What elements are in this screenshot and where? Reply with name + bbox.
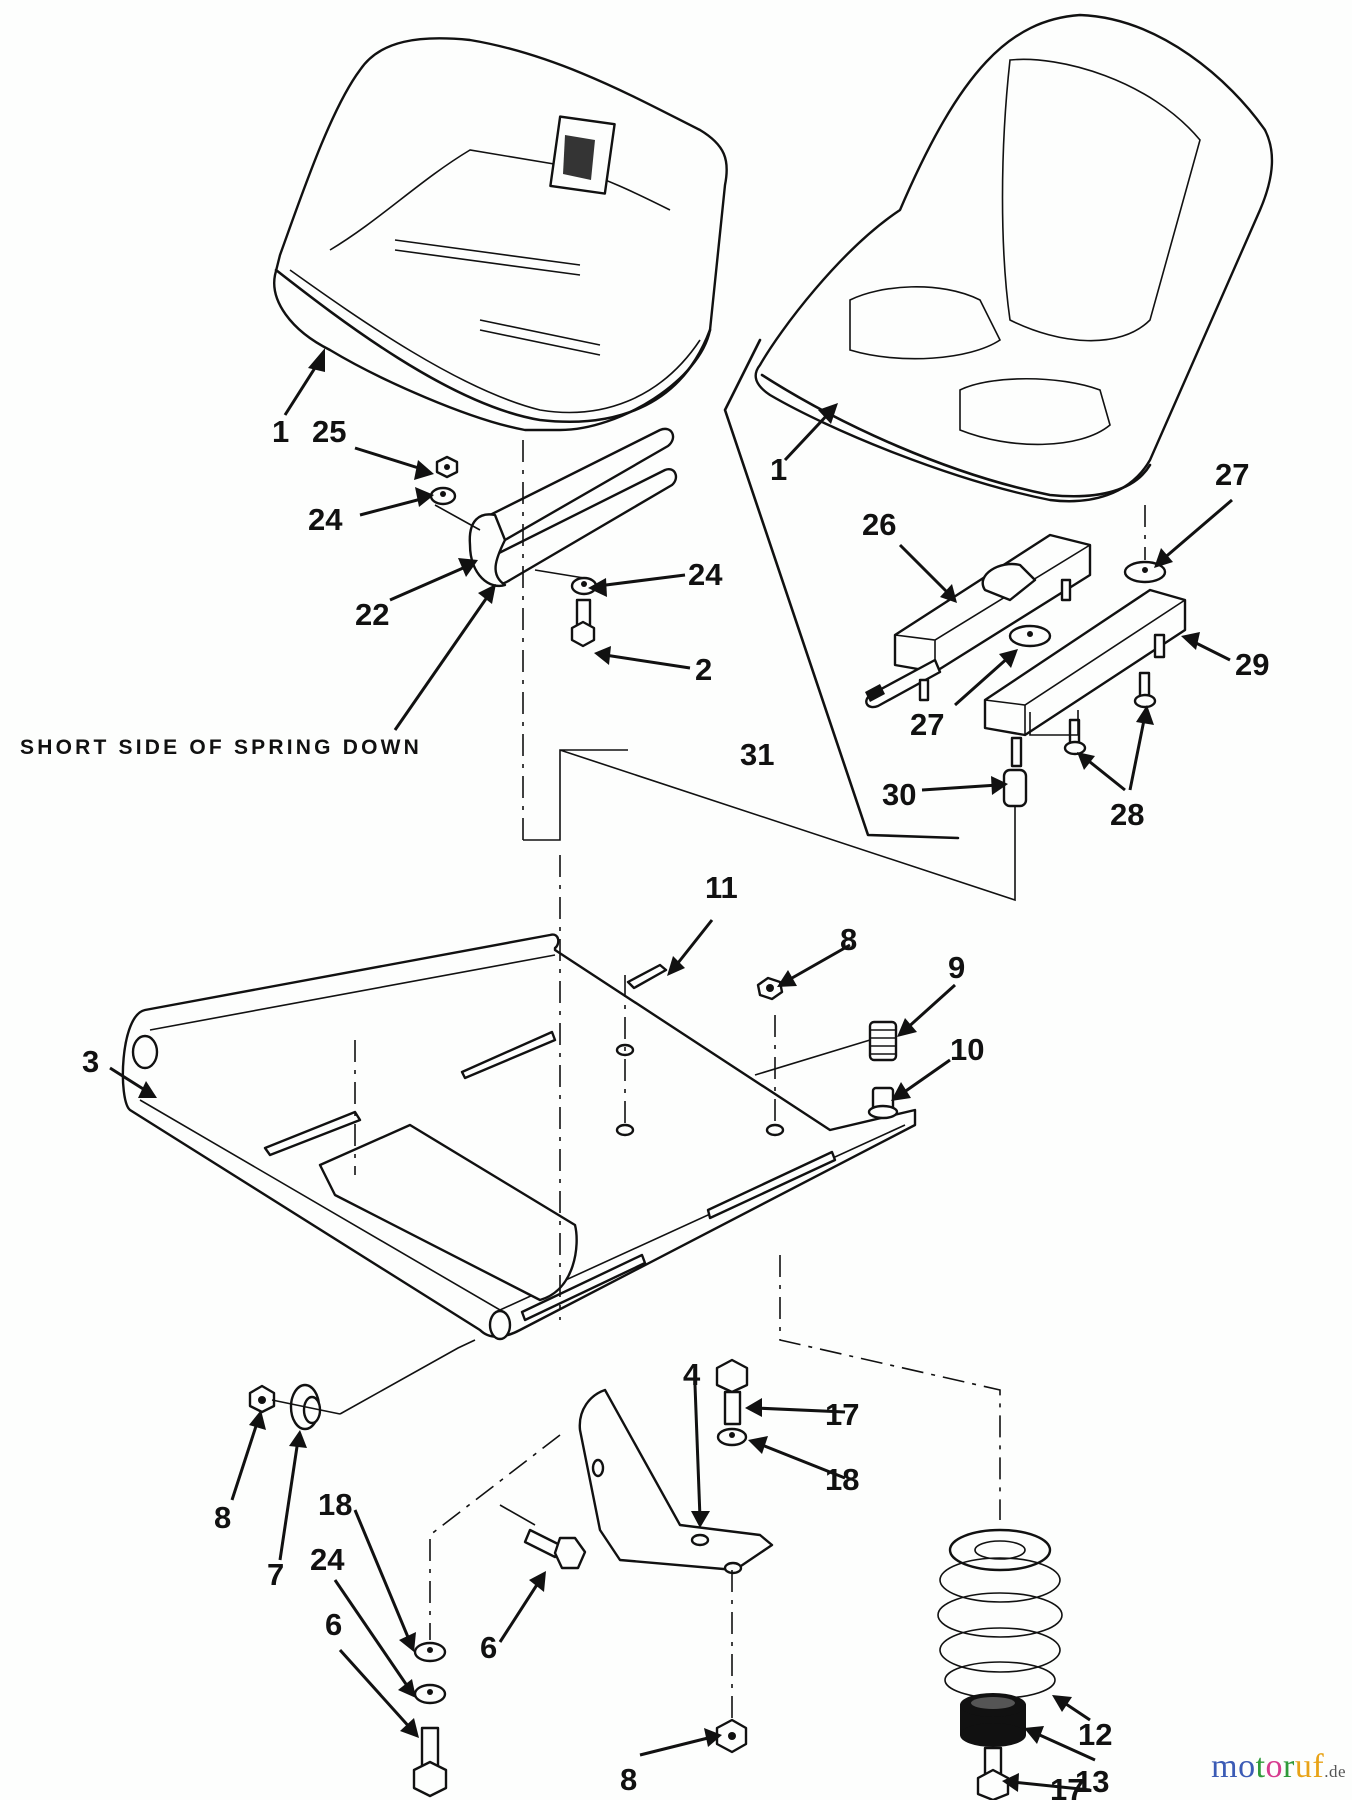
centerline [429, 1434, 561, 1640]
washer-24a[interactable] [429, 486, 457, 506]
callout-25: 25 [312, 414, 346, 449]
bolt-17a[interactable] [715, 1358, 749, 1426]
callout-17: 17 [825, 1397, 859, 1432]
hinge-bracket-4[interactable] [578, 1388, 774, 1575]
assembly-note: SHORT SIDE OF SPRING DOWN [20, 736, 422, 759]
watermark-suffix: .de [1324, 1762, 1346, 1781]
seat-left[interactable] [273, 37, 728, 432]
callout-29: 29 [1235, 647, 1269, 682]
callout-10: 10 [950, 1032, 984, 1067]
watermark-letter: u [1294, 1748, 1313, 1785]
nut-8a[interactable] [756, 976, 784, 1001]
callout-27: 27 [910, 707, 944, 742]
screws-28[interactable] [1063, 671, 1157, 756]
spring-guide-lines [523, 749, 1016, 902]
centerline [779, 1255, 1001, 1520]
callout-2: 2 [695, 652, 712, 687]
callout-22: 22 [355, 597, 389, 632]
callout-24: 24 [308, 502, 343, 537]
kit-bracket-31 [723, 338, 960, 840]
bolt-6b[interactable] [523, 1528, 587, 1570]
washer-27b[interactable] [1008, 624, 1052, 648]
callout-3: 3 [82, 1044, 99, 1079]
pin-10[interactable] [867, 1086, 899, 1120]
callout-18: 18 [825, 1462, 859, 1497]
nut-8b[interactable] [248, 1384, 276, 1414]
callout-27: 27 [1215, 457, 1249, 492]
callout-12: 12 [1078, 1717, 1112, 1752]
seat-plate[interactable] [121, 933, 917, 1341]
callout-18: 18 [318, 1487, 352, 1522]
washer-18b[interactable] [413, 1641, 447, 1663]
callout-24: 24 [688, 557, 723, 592]
callout-8: 8 [620, 1762, 637, 1797]
logo-mark [563, 135, 595, 180]
callout-1: 1 [770, 452, 787, 487]
bolt-6a[interactable] [412, 1726, 448, 1798]
leader-arrows [109, 348, 1233, 1792]
callout-31: 31 [740, 737, 774, 772]
callout-9: 9 [948, 950, 965, 985]
nut-25[interactable] [435, 455, 459, 479]
nut-8c[interactable] [715, 1718, 748, 1754]
spring-bracket[interactable] [468, 427, 678, 588]
bolt-17b[interactable] [976, 1746, 1010, 1800]
spacer-30[interactable] [1002, 768, 1028, 808]
watermark-letter: t [1255, 1748, 1266, 1785]
seat-right[interactable] [754, 13, 1274, 503]
washer-18a[interactable] [716, 1427, 748, 1447]
seat-track[interactable] [983, 588, 1187, 768]
callout-26: 26 [862, 507, 896, 542]
screw-2[interactable] [570, 598, 596, 648]
callout-6: 6 [325, 1607, 342, 1642]
watermark-letter: r [1283, 1748, 1295, 1785]
callout-24: 24 [310, 1542, 345, 1577]
watermark-letter: f [1312, 1748, 1325, 1785]
callout-1: 1 [272, 414, 289, 449]
callout-17: 17 [1050, 1772, 1084, 1800]
callout-30: 30 [882, 777, 916, 812]
callout-labels: 1 25 24 22 24 2 1 27 26 29 27 31 30 28 1… [82, 414, 1269, 1800]
callout-8: 8 [840, 922, 857, 957]
seat-track-adjustable[interactable] [865, 533, 1092, 709]
coil-spring-12[interactable] [937, 1528, 1063, 1699]
watermark-text: motoruf [1211, 1748, 1324, 1785]
spring-cap-13[interactable] [960, 1693, 1026, 1747]
callout-8: 8 [214, 1500, 231, 1535]
watermark-letter: o [1238, 1748, 1256, 1785]
watermark-letter: m [1211, 1748, 1239, 1785]
callout-28: 28 [1110, 797, 1144, 832]
watermark-letter: o [1265, 1748, 1284, 1785]
cotter-pin-11[interactable] [626, 963, 668, 990]
spring-9[interactable] [868, 1020, 898, 1062]
lock-washer-24c[interactable] [413, 1683, 447, 1705]
callout-11: 11 [705, 870, 738, 905]
watermark-logo: motoruf.de [1211, 1748, 1346, 1786]
callout-13: 13 [1075, 1764, 1109, 1799]
callout-6: 6 [480, 1630, 497, 1665]
callout-7: 7 [267, 1557, 284, 1592]
callout-4: 4 [683, 1357, 701, 1392]
